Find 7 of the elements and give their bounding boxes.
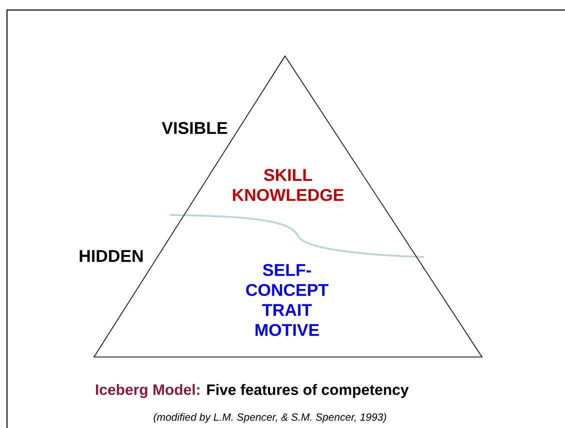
side-label: VISIBLE bbox=[162, 122, 228, 134]
title: Iceberg Model: bbox=[96, 384, 200, 398]
side-label: HIDDEN bbox=[80, 250, 143, 262]
triangle-text: SKILL KNOWLEDGE bbox=[232, 168, 344, 202]
caption: (modified by L.M. Spencer, & S.M. Spencer, 1993) bbox=[154, 413, 386, 423]
triangle-text: SELF-CONCEPT TRAIT MOTIVE bbox=[246, 264, 328, 336]
side-label: Five features of competency bbox=[207, 384, 409, 398]
